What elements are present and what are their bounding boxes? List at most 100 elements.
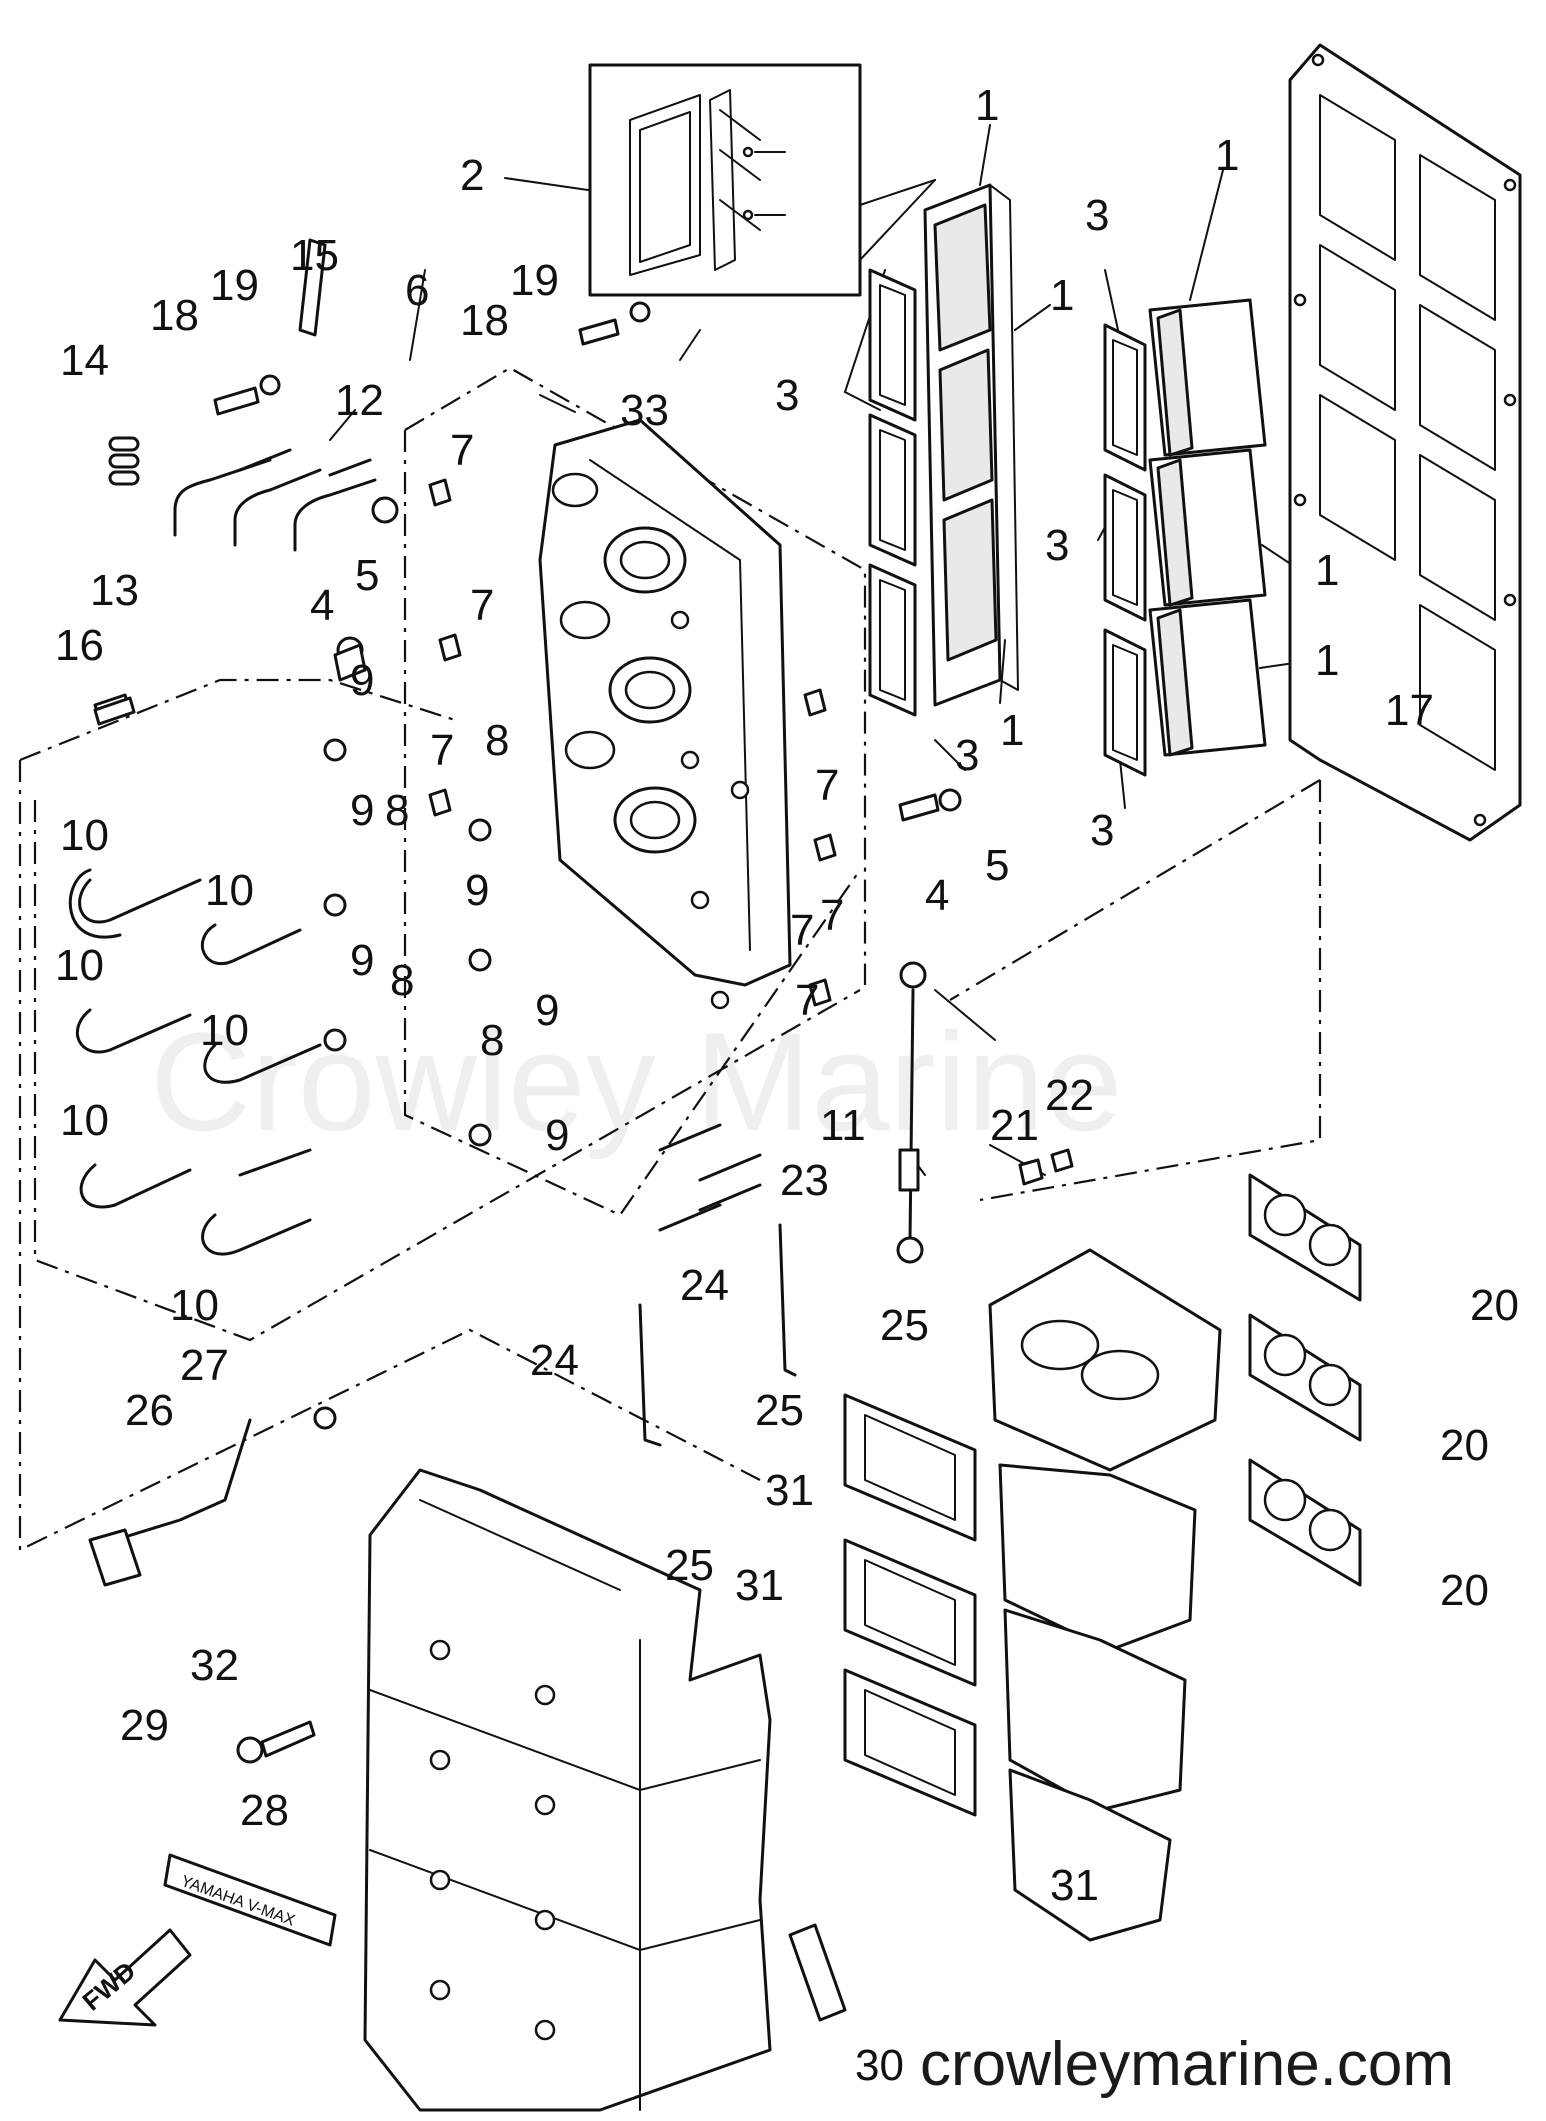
leader-lines (329, 124, 1446, 1176)
part-label: 10 (170, 1281, 219, 1330)
reed-assembly-inset (588, 63, 936, 297)
part-label: 10 (60, 811, 109, 860)
carburetor-assembly (988, 1248, 1222, 1942)
part-label: 31 (765, 1466, 814, 1515)
part-labels: 1 1 1 1 1 1 2 3 3 3 3 3 4 4 5 5 6 7 7 7 … (55, 81, 1519, 2090)
part-label: 5 (355, 551, 379, 600)
part-label: 20 (1440, 1566, 1489, 1615)
part-label: 2 (460, 151, 484, 200)
part-label: 7 (450, 426, 474, 475)
part-label: 9 (535, 986, 559, 1035)
part-label: 10 (205, 866, 254, 915)
part-label: 18 (460, 296, 509, 345)
part-label: 5 (985, 841, 1009, 890)
part-label: 1 (1050, 271, 1074, 320)
part-label: 9 (350, 786, 374, 835)
part-label: 3 (1085, 191, 1109, 240)
hose-clips (108, 436, 140, 486)
part-label: 8 (390, 956, 414, 1005)
part-label: 8 (485, 716, 509, 765)
website-link[interactable]: crowleymarine.com (920, 2030, 1454, 2099)
part-label: 9 (350, 936, 374, 985)
part-label: 24 (530, 1336, 579, 1385)
brackets (638, 1223, 797, 1447)
part-label: 18 (150, 291, 199, 340)
part-label: 9 (350, 656, 374, 705)
part-label: 14 (60, 336, 109, 385)
part-label: 4 (310, 581, 334, 630)
pin (788, 1923, 847, 2022)
part-label: 8 (385, 786, 409, 835)
part-label: 16 (55, 621, 104, 670)
reed-valve-boxes-right (1148, 298, 1267, 757)
part-label: 32 (190, 1641, 239, 1690)
part-label: 19 (210, 261, 259, 310)
part-label: 7 (790, 906, 814, 955)
part-label: 26 (125, 1386, 174, 1435)
reed-valve-stack-left (923, 183, 1019, 707)
part-label: 9 (545, 1111, 569, 1160)
part-label: 19 (510, 256, 559, 305)
decal: YAMAHA V-MAX (163, 1853, 337, 1947)
part-label: 3 (775, 371, 799, 420)
large-gasket (1288, 43, 1522, 842)
part-label: 23 (780, 1156, 829, 1205)
part-label: 1 (975, 81, 999, 130)
part-label: 31 (735, 1561, 784, 1610)
bolts-and-washers (213, 238, 651, 416)
part-label: 7 (470, 581, 494, 630)
drain-pipe (88, 1406, 337, 1587)
part-label: 30 (855, 2041, 904, 2090)
nuts (1018, 1148, 1074, 1186)
part-label: 3 (1045, 521, 1069, 570)
part-label: 24 (680, 1261, 729, 1310)
part-label: 10 (200, 1006, 249, 1055)
gasket-column-left (868, 268, 917, 717)
part-label: 27 (180, 1341, 229, 1390)
part-label: 8 (480, 1016, 504, 1065)
part-label: 10 (55, 941, 104, 990)
part-label: 7 (820, 891, 844, 940)
part-label: 13 (90, 566, 139, 615)
part-label: 20 (1470, 1281, 1519, 1330)
part-label: 7 (430, 726, 454, 775)
part-label: 31 (1050, 1861, 1099, 1910)
part-label: 25 (665, 1541, 714, 1590)
part-label: 1 (1000, 706, 1024, 755)
carb-gaskets (1248, 1173, 1362, 1587)
part-label: 10 (60, 1096, 109, 1145)
part-label: 20 (1440, 1421, 1489, 1470)
watermark: Crowley Marine (150, 1003, 1122, 1160)
part-label: 1 (1315, 636, 1339, 685)
fwd-arrow: FWD (58, 1928, 192, 2027)
part-label: 7 (815, 761, 839, 810)
part-label: 9 (465, 866, 489, 915)
part-label: 33 (620, 386, 669, 435)
part-label: 3 (955, 731, 979, 780)
part-label: 25 (880, 1301, 929, 1350)
short-hoses (658, 1123, 762, 1232)
part-label: 7 (795, 976, 819, 1025)
silencer-cover (363, 1468, 772, 2112)
part-label: 21 (990, 1101, 1039, 1150)
hoses-group (68, 868, 322, 1256)
part-label: 11 (820, 1101, 866, 1150)
intake-manifold (538, 418, 792, 1010)
part-label: 29 (120, 1701, 169, 1750)
part-label: 12 (335, 376, 384, 425)
stud (93, 696, 136, 726)
part-label: 1 (1315, 546, 1339, 595)
part-label: 25 (755, 1386, 804, 1435)
elbow-hoses (173, 448, 377, 552)
part-label: 3 (1090, 806, 1114, 855)
part-label: 28 (240, 1786, 289, 1835)
part-label: 17 (1385, 686, 1434, 735)
part-label: 6 (405, 266, 429, 315)
link-rod (896, 961, 927, 1264)
fittings (93, 478, 962, 1147)
part-label: 15 (290, 231, 339, 280)
gasket-column-right (1103, 323, 1147, 777)
cover-bolt (236, 1720, 316, 1764)
flange-gaskets (843, 1393, 977, 1817)
